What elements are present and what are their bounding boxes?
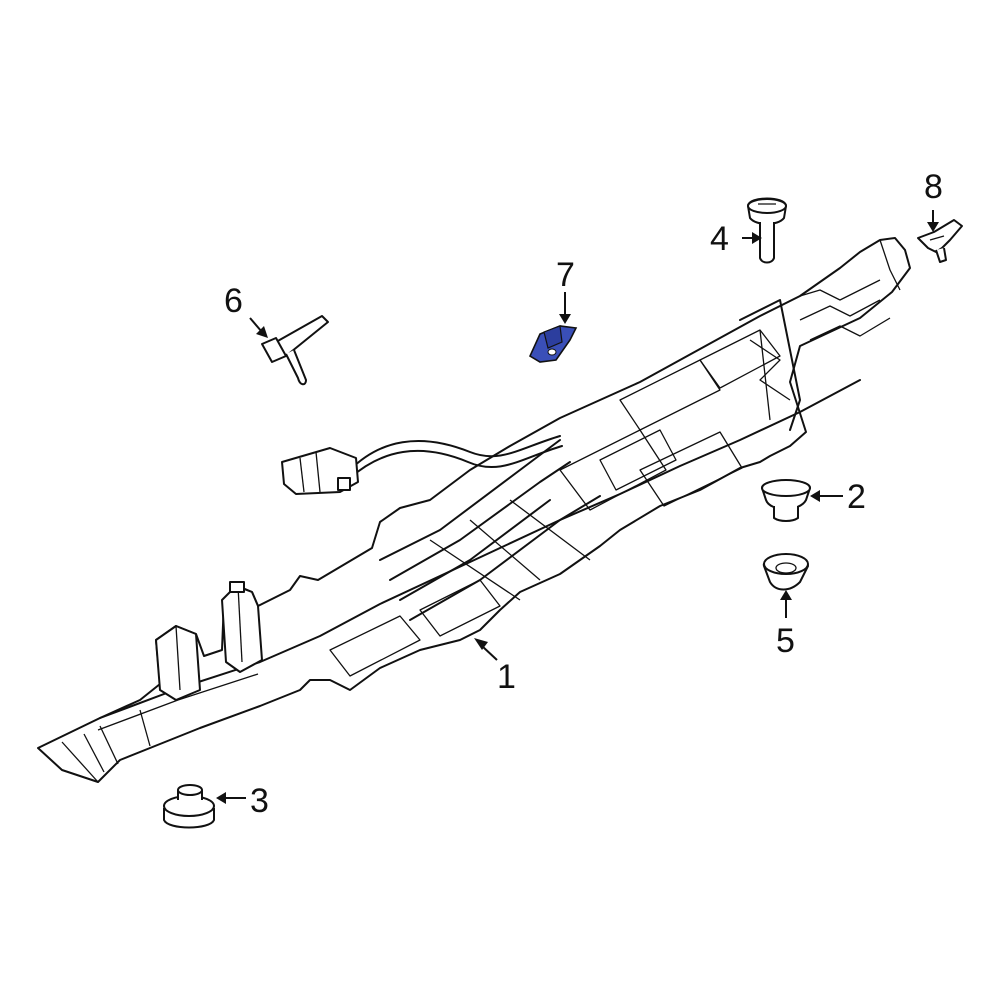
part-1-bracket[interactable]	[37, 237, 911, 783]
callout-5: 5	[776, 622, 795, 660]
callout-3: 3	[250, 782, 269, 820]
part-3-grommet[interactable]	[163, 784, 246, 829]
callout-8: 8	[924, 168, 943, 206]
part-8-push-clip[interactable]	[917, 210, 963, 263]
part-7-clip[interactable]	[528, 292, 578, 363]
part-6-stud[interactable]	[249, 315, 329, 386]
callout-1: 1	[497, 658, 516, 696]
part-5-nut[interactable]	[762, 553, 809, 618]
callout-4: 4	[710, 220, 729, 258]
callout-7: 7	[556, 256, 575, 294]
callout-6: 6	[224, 282, 243, 320]
callout-2: 2	[847, 478, 866, 516]
part-2-cap[interactable]	[761, 479, 843, 522]
part-4-bolt[interactable]	[742, 197, 787, 264]
